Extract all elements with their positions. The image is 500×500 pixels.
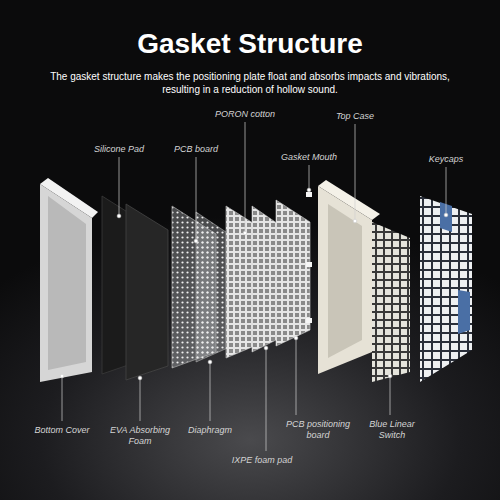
part-label: PCB positioning board xyxy=(285,419,351,441)
part-label: PCB board xyxy=(164,144,228,155)
part-label: EVA Absorbing Foam xyxy=(109,425,171,447)
part-label: Top Case xyxy=(327,111,383,122)
part-label: Silicone Pad xyxy=(84,144,154,155)
part-label: Keycaps xyxy=(421,154,471,165)
part-label: Gasket Mouth xyxy=(277,152,341,163)
part-label: Bottom Cover xyxy=(30,425,94,436)
part-label: Blue Linear Switch xyxy=(366,419,418,441)
part-label: PORON cotton xyxy=(208,109,282,120)
part-label: IXPE foam pad xyxy=(227,455,297,466)
part-label: Diaphragm xyxy=(182,425,238,436)
diagram-caption: The gasket structure makes the positioni… xyxy=(40,70,460,96)
diagram-title: Gasket Structure xyxy=(30,28,470,60)
